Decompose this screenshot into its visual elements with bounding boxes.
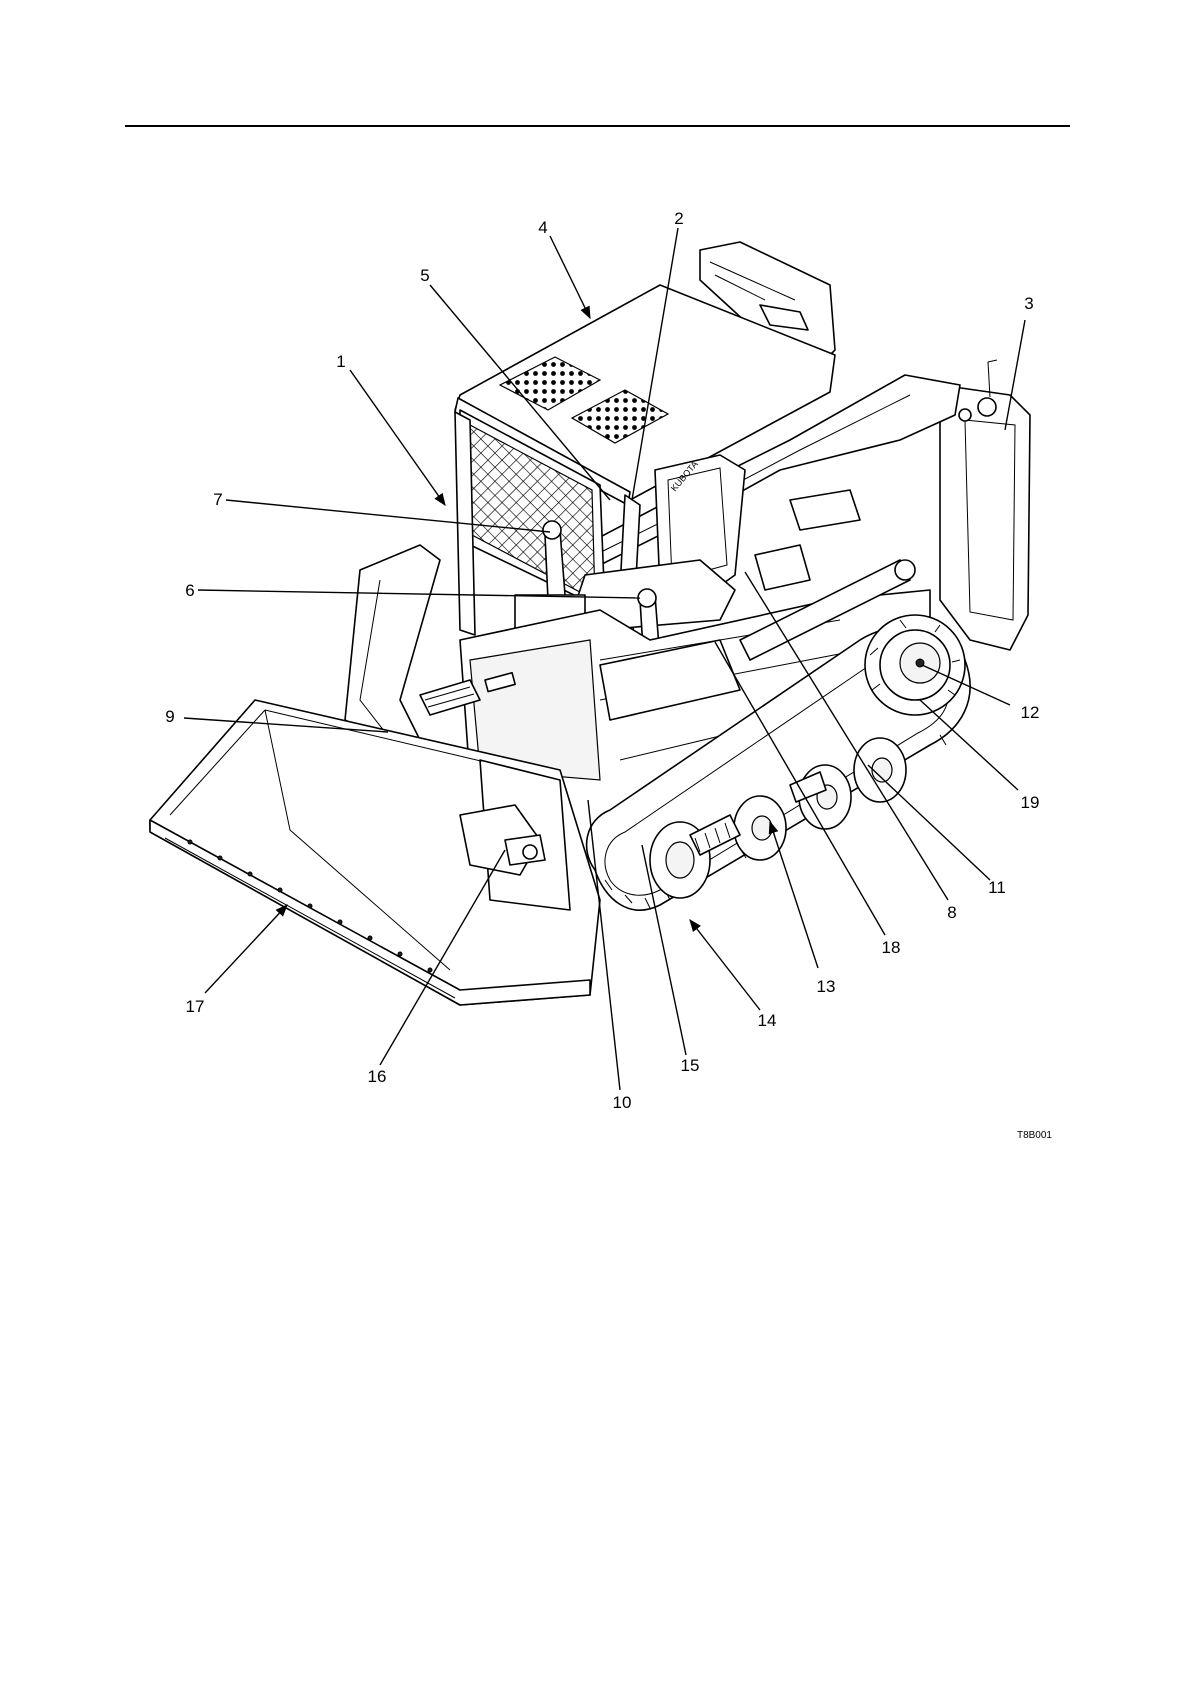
leader-4	[550, 236, 590, 318]
leader-17	[205, 905, 287, 993]
callout-17: 17	[186, 997, 205, 1016]
leader-19	[920, 700, 1018, 790]
callout-11: 11	[988, 878, 1006, 897]
callout-18: 18	[882, 938, 901, 957]
hydraulic-valve	[755, 490, 860, 590]
callout-15: 15	[681, 1056, 700, 1075]
callout-10: 10	[613, 1093, 632, 1112]
callout-12: 12	[1021, 703, 1040, 722]
callout-6: 6	[185, 581, 194, 600]
leader-13	[770, 822, 818, 968]
callout-8: 8	[947, 903, 956, 922]
callout-7: 7	[213, 490, 222, 509]
callout-19: 19	[1021, 793, 1040, 812]
callout-3: 3	[1024, 294, 1033, 313]
drive-sprocket	[865, 615, 965, 715]
callout-9: 9	[165, 707, 174, 726]
figure-code: T8B001	[1017, 1130, 1052, 1141]
leader-11	[868, 765, 990, 880]
leader-14	[690, 920, 760, 1010]
callout-14: 14	[758, 1011, 777, 1030]
callout-1: 1	[336, 352, 345, 371]
callout-13: 13	[817, 977, 836, 996]
track-loader-illustration: KUBOTA	[150, 242, 1030, 1005]
callout-2: 2	[674, 209, 683, 228]
callout-4: 4	[538, 218, 547, 237]
callout-5: 5	[420, 266, 429, 285]
callout-16: 16	[368, 1067, 387, 1086]
leader-1	[350, 370, 445, 505]
